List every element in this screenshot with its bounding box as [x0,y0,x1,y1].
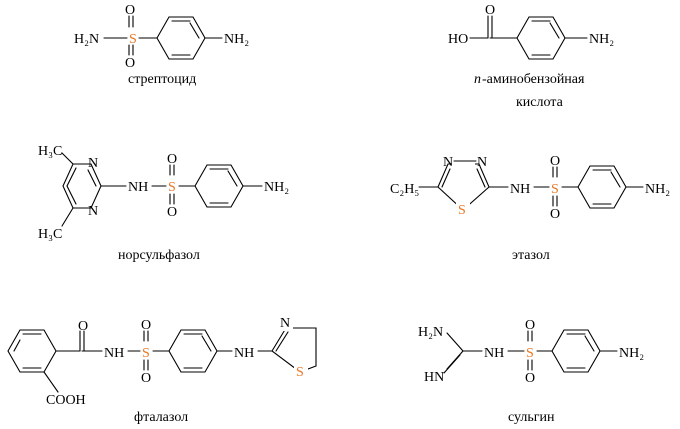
sulfur-atom: S [168,180,176,195]
sulfur-atom: S [458,203,466,218]
ethazole-structure: C₂H₅ N N S NH S O O NH₂ этазол [390,154,670,263]
nitrogen-atom: N [280,316,290,331]
imino-group: NH [128,180,148,195]
oxygen-atom: O [550,207,560,222]
sulfur-atom: S [129,32,137,47]
methyl-group: H₃C [38,144,62,159]
amino-group: NH₂ [224,32,249,47]
nitrogen-atom: N [443,155,453,170]
sulfur-atom: S [526,346,534,361]
compound-name: норсульфазол [118,248,200,263]
carboxyl-group: COOH [46,393,86,408]
methyl-group: H₃C [38,227,62,242]
nitrogen-atom: N [88,204,98,219]
compound-name: -аминобензойная [482,72,585,87]
sulfur-atom: S [142,346,150,361]
compound-name: этазол [512,248,550,263]
amino-group: NH₂ [264,180,289,195]
amino-group: NH₂ [645,182,670,197]
compound-name: стрептоцид [128,72,196,87]
compound-name: фталазол [134,410,188,425]
imino-group: NH [104,346,124,361]
imino-group: HN [424,370,444,385]
oxygen-atom: O [125,56,135,71]
imino-group: NH [484,346,504,361]
oxygen-atom: O [141,371,151,386]
oxygen-atom: O [525,371,535,386]
hydroxyl-group: HO [448,32,468,47]
oxygen-atom: O [167,205,177,220]
compound-name-line2: кислота [516,95,564,110]
imino-group: NH [510,182,530,197]
sulfur-atom: S [296,365,304,380]
oxygen-atom: O [141,318,151,333]
amino-group: NH₂ [619,346,644,361]
compound-name: сульгин [508,410,555,425]
oxygen-atom: O [167,152,177,167]
oxygen-atom: O [485,3,495,18]
amino-group: NH₂ [589,32,614,47]
phthalazole-structure: O COOH NH S O O NH N S фталазол [7,315,317,425]
amino-group-left: H₂N [74,32,99,47]
ethyl-group: C₂H₅ [390,182,419,197]
nitrogen-atom: N [477,155,487,170]
sulfur-atom: S [551,182,559,197]
oxygen-atom: O [125,3,135,18]
compound-name-prefix: п [474,72,481,87]
streptocid-structure: H₂N S O O NH₂ стрептоцид [74,3,249,87]
paba-structure: HO O NH₂ п -аминобензойная кислота [448,3,614,110]
sulgin-structure: H₂N HN NH S O O NH₂ сульгин [418,318,644,425]
oxygen-atom: O [550,154,560,169]
oxygen-atom: O [78,319,88,334]
oxygen-atom: O [525,318,535,333]
nitrogen-atom: N [88,156,98,171]
norsulfazole-structure: H₃C N N H₃C NH S O O NH₂ норсульфазол [38,144,289,263]
amino-group-left: H₂N [418,325,443,340]
imino-group: NH [234,346,254,361]
